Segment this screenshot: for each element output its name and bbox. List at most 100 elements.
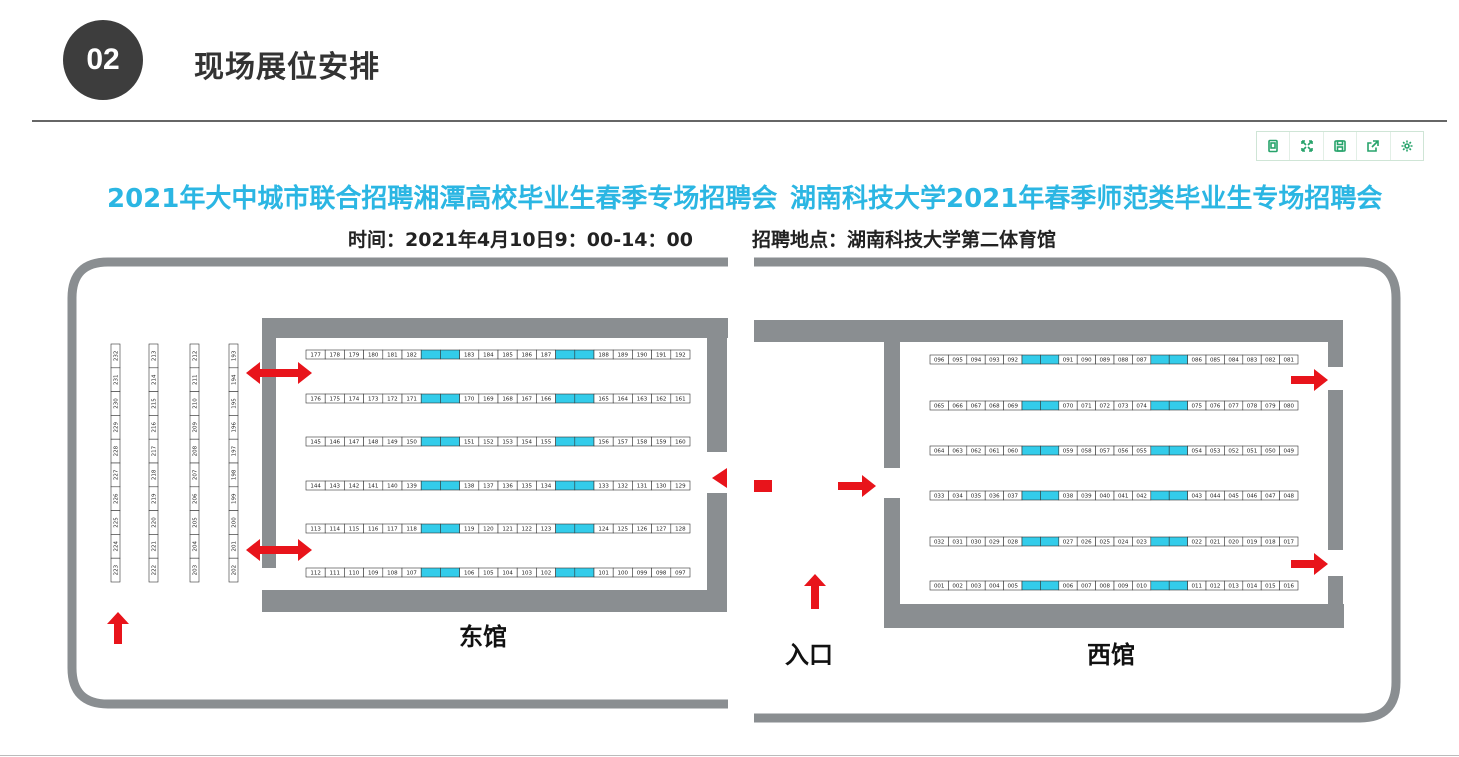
booth-number: 156 [598,440,609,446]
booth-number: 107 [406,571,417,577]
booth-number: 086 [1192,358,1203,364]
booth-number: 184 [483,353,494,359]
booth-number: 190 [637,353,648,359]
booth-number: 058 [1081,449,1092,455]
booth-number: 196 [232,422,238,433]
booth-number: 181 [387,353,398,359]
inner-wall [262,590,707,612]
booth-number: 211 [193,374,199,385]
image-toolbar [1256,131,1424,161]
booth-number: 060 [1008,449,1019,455]
booth-number: 175 [330,397,341,403]
booth-number: 195 [232,398,238,409]
highlight-booth [1021,400,1041,411]
entrance-label: 入口 [785,641,833,669]
booth-number: 133 [598,484,609,490]
highlight-booth [440,393,460,404]
east-event-title: 2021年大中城市联合招聘湘潭高校毕业生春季专场招聘会 [107,184,778,214]
booth-number: 200 [232,517,238,528]
booth-number: 180 [368,353,379,359]
booth-number: 147 [349,440,360,446]
booth-number: 085 [1210,358,1221,364]
booth-number: 030 [971,540,982,546]
booth-number: 097 [675,571,686,577]
copy-button[interactable] [1257,132,1291,160]
booth-number: 143 [330,484,341,490]
booth-number: 033 [934,494,945,500]
booth-number: 079 [1265,404,1276,410]
highlight-booth [420,436,441,447]
booth-number: 216 [152,422,158,433]
fullscreen-button[interactable] [1290,132,1324,160]
booth-number: 080 [1284,404,1295,410]
highlight-booth [1021,445,1041,456]
red-arrow [246,539,312,561]
booth-number: 055 [1136,449,1147,455]
outer-wall-east [67,257,728,709]
booth-number: 100 [618,571,629,577]
booth-number: 054 [1192,449,1203,455]
booth-number: 145 [310,440,321,446]
booth-number: 009 [1118,584,1129,590]
booth-number: 028 [1008,540,1019,546]
booth-number: 146 [330,440,341,446]
booth-number: 221 [152,541,158,552]
highlight-booth [440,480,460,491]
highlight-booth [1040,445,1060,456]
header-divider [32,120,1447,122]
booth-number: 063 [952,449,963,455]
highlight-booth [555,567,576,578]
booth-number: 123 [541,527,552,533]
booth-number: 025 [1100,540,1111,546]
booth [670,436,691,447]
save-icon [1334,140,1346,152]
booth-number: 077 [1228,404,1239,410]
booth-number: 029 [989,540,1000,546]
booth-number: 155 [541,440,552,446]
booth-number: 035 [971,494,982,500]
highlight-booth [1040,354,1060,365]
booth-number: 208 [193,445,199,456]
booth-number: 118 [406,527,417,533]
red-arrow-up [804,574,826,609]
highlight-booth [1040,490,1060,501]
booth-number: 111 [330,571,341,577]
booth [670,393,691,404]
save-button[interactable] [1324,132,1358,160]
settings-button[interactable] [1391,132,1423,160]
inner-wall [884,498,900,628]
booth-number: 192 [675,353,686,359]
booth-number: 090 [1081,358,1092,364]
booth-number: 164 [618,397,629,403]
copy-icon [1268,139,1279,153]
booth-number: 119 [464,527,475,533]
booth-number: 011 [1192,584,1203,590]
highlight-booth [440,436,460,447]
highlight-booth [555,480,576,491]
booth-number: 024 [1118,540,1129,546]
booth-number: 179 [349,353,360,359]
booth-number: 036 [989,494,1000,500]
inner-wall [1328,342,1343,367]
booth-number: 162 [656,397,667,403]
direction-arrows [107,362,1328,644]
booth-number: 052 [1228,449,1239,455]
booth-number: 136 [502,484,513,490]
booth [1279,400,1299,411]
highlight-booth [1021,580,1041,591]
booth-number: 102 [541,571,552,577]
booth-number: 109 [368,571,379,577]
share-button[interactable] [1357,132,1391,160]
highlight-booth [1040,400,1060,411]
booth-number: 167 [522,397,533,403]
booth-number: 186 [522,353,533,359]
fullscreen-icon [1300,140,1313,152]
inner-wall [707,493,727,612]
booth-number: 008 [1100,584,1111,590]
highlight-booth [1150,536,1170,547]
booth-number: 206 [193,493,199,504]
booth-number: 187 [541,353,552,359]
highlight-booth [574,523,595,534]
